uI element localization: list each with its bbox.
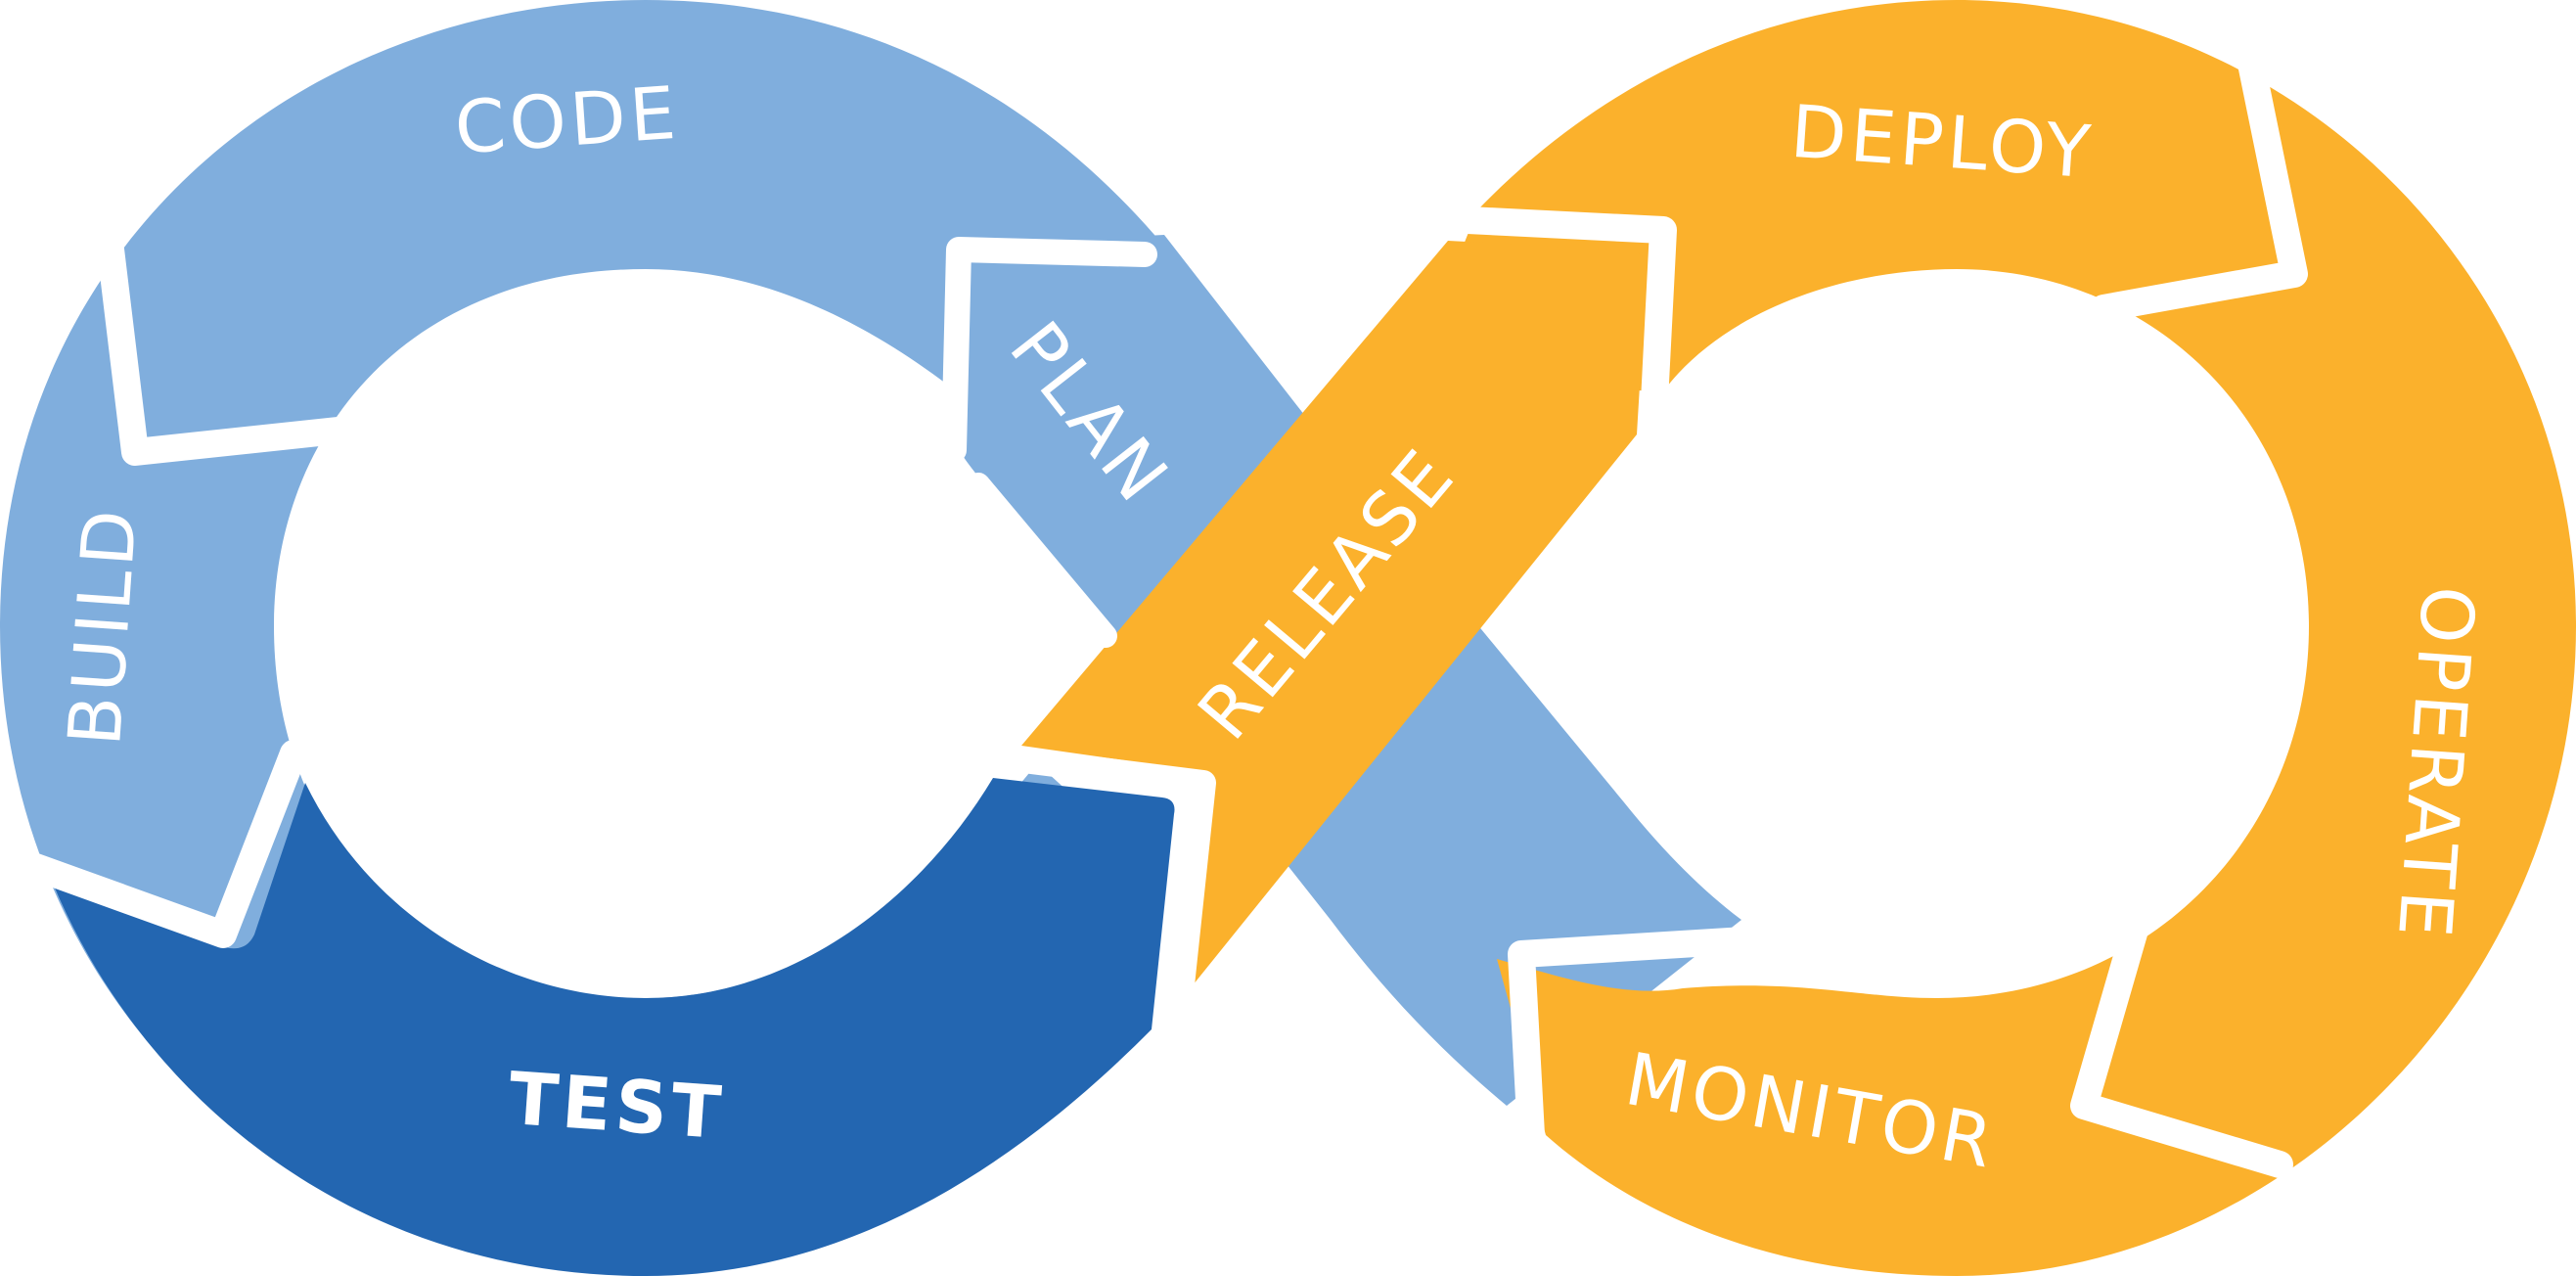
label-code: CODE [452, 71, 682, 171]
separator-code-build [94, 211, 351, 466]
label-test: TEST [506, 1057, 727, 1156]
test-segment-shape [54, 778, 1175, 1276]
ops-ring [1409, 0, 2576, 1276]
separator-code-plan [941, 237, 1157, 463]
dev-loop [0, 0, 1741, 1276]
separator-test-release [995, 746, 1216, 1025]
separator-plan-release [967, 473, 1117, 648]
segment-separators [6, 45, 2308, 1178]
separator-operate-monitor [2070, 906, 2293, 1178]
separator-monitor-crossing [1508, 926, 1775, 1149]
ops-loop [1021, 0, 2576, 1276]
label-build: BUILD [53, 504, 154, 749]
separator-build-test [6, 740, 307, 948]
separator-release-deploy [1454, 206, 1677, 434]
release-band [1021, 241, 1648, 990]
separator-deploy-operate [2090, 45, 2308, 322]
